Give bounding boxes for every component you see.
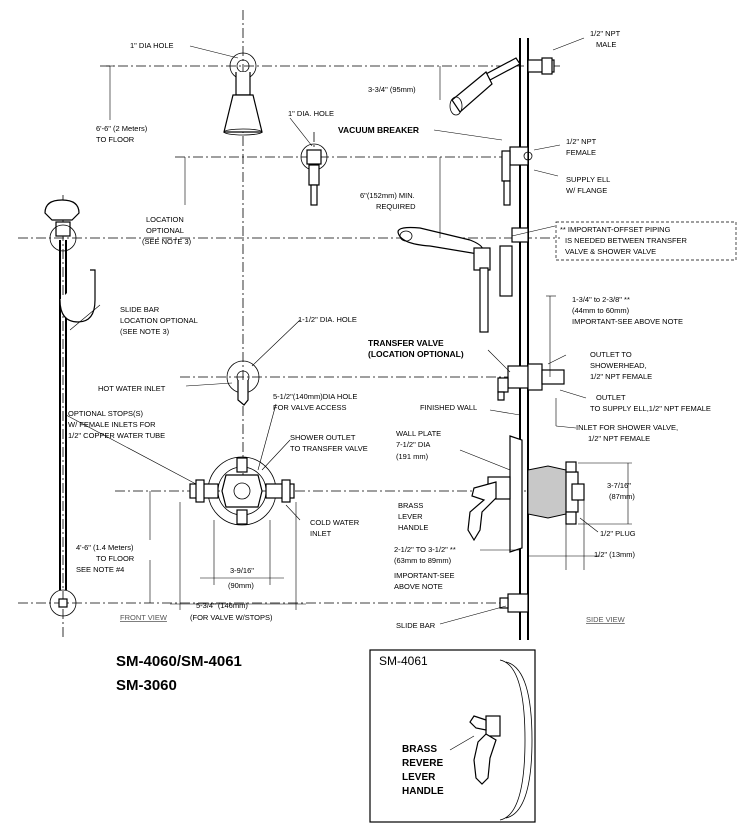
- location-optional-label-3: (SEE NOTE 3): [142, 237, 192, 246]
- side-view-label: SIDE VIEW: [586, 615, 626, 624]
- location-optional-label-2: OPTIONAL: [146, 226, 184, 235]
- inlet-shower-label-2: 1/2" NPT FEMALE: [588, 434, 650, 443]
- outlet-supply-label: OUTLET: [596, 393, 626, 402]
- brass-lever-label: BRASS: [398, 501, 423, 510]
- npt-female-label: 1/2" NPT: [566, 137, 597, 146]
- inset-label-4: HANDLE: [402, 786, 444, 797]
- npt-female-label-2: FEMALE: [566, 148, 596, 157]
- transfer-valve-label: TRANSFER VALVE: [368, 338, 444, 348]
- shower-arm-side: [449, 57, 555, 116]
- min-6-label: 6"(152mm) MIN.: [360, 191, 415, 200]
- wall-plate-label-2: 7-1/2" DIA: [396, 440, 430, 449]
- outlet-supply-label-2: TO SUPPLY ELL,1/2" NPT FEMALE: [590, 404, 711, 413]
- shower-outlet-label: SHOWER OUTLET: [290, 433, 356, 442]
- wall-plate-label: WALL PLATE: [396, 429, 441, 438]
- outlet-showerhead-label-3: 1/2" NPT FEMALE: [590, 372, 652, 381]
- dim-2-1-2-label-2: (63mm to 89mm): [394, 556, 452, 565]
- dim-3-7-16-label: 3-7/16": [607, 481, 631, 490]
- transfer-valve-label-2: (LOCATION OPTIONAL): [368, 349, 464, 359]
- slide-bar-front: [44, 199, 96, 617]
- supply-ell-label: SUPPLY ELL: [566, 175, 610, 184]
- finished-wall-label: FINISHED WALL: [420, 403, 477, 412]
- height-6-6-label-2: TO FLOOR: [96, 135, 135, 144]
- dim-3-9-16-label: 3-9/16": [230, 566, 254, 575]
- supply-ell-side: [501, 146, 533, 206]
- slide-bar-loc-label: SLIDE BAR: [120, 305, 160, 314]
- showerhead-front: [223, 52, 263, 136]
- model-numbers: SM-4060/SM-4061 SM-3060: [116, 653, 242, 694]
- transfer-valve-front: [226, 360, 260, 406]
- optional-stops-label: OPTIONAL STOPS(S): [68, 409, 144, 418]
- slide-bar-loc-label-2: LOCATION OPTIONAL: [120, 316, 198, 325]
- transfer-valve-side: [497, 363, 565, 401]
- dim-5-3-4-label-2: (FOR VALVE W/STOPS): [190, 613, 273, 622]
- inset-label-1: BRASS: [402, 744, 437, 755]
- leader-lines: [65, 37, 599, 625]
- offset-note-line3: VALVE & SHOWER VALVE: [565, 247, 656, 256]
- dim-1-3-4-label-3: IMPORTANT-SEE ABOVE NOTE: [572, 317, 683, 326]
- slide-bar-label: SLIDE BAR: [396, 621, 436, 630]
- main-valve-front: [189, 456, 295, 526]
- cold-water-label-2: INLET: [310, 529, 332, 538]
- cold-water-label: COLD WATER: [310, 518, 360, 527]
- front-view-label: FRONT VIEW: [120, 613, 168, 622]
- optional-stops-label-3: 1/2" COPPER WATER TUBE: [68, 431, 165, 440]
- dia-hole-label: 1" DIA HOLE: [130, 41, 174, 50]
- dim-3-9-16-label-2: (90mm): [228, 581, 254, 590]
- npt-male-label: 1/2" NPT: [590, 29, 621, 38]
- finished-wall-side: [519, 38, 529, 640]
- min-6-label-2: REQUIRED: [376, 202, 416, 211]
- model-line-1: SM-4060/SM-4061: [116, 653, 242, 670]
- location-optional-label: LOCATION: [146, 215, 184, 224]
- dim-2-1-2-label-3: IMPORTANT-SEE: [394, 571, 455, 580]
- dim-2-1-2-label: 2-1/2" TO 3-1/2" **: [394, 545, 456, 554]
- dim-1-3-4-label-2: (44mm to 60mm): [572, 306, 630, 315]
- height-4-6-label-2: TO FLOOR: [96, 554, 135, 563]
- offset-note-line2: IS NEEDED BETWEEN TRANSFER: [565, 236, 688, 245]
- hand-shower-side: [397, 226, 529, 333]
- dim-2-1-2-label-4: ABOVE NOTE: [394, 582, 443, 591]
- vacuum-breaker-label: VACUUM BREAKER: [338, 125, 419, 135]
- wall-plate-label-3: (191 mm): [396, 452, 429, 461]
- inlet-shower-label: INLET FOR SHOWER VALVE,: [576, 423, 678, 432]
- plug-label: 1/2" PLUG: [600, 529, 636, 538]
- model-line-2: SM-3060: [116, 677, 177, 694]
- optional-stops-label-2: W/ FEMALE INLETS FOR: [68, 420, 156, 429]
- dim-1-3-4-label: 1-3/4" to 2-3/8" **: [572, 295, 630, 304]
- offset-note-box: [555, 221, 737, 261]
- valve-body-side: [467, 435, 585, 553]
- valve-access-label-2: FOR VALVE ACCESS: [273, 403, 347, 412]
- dia-hole-label-2: 1" DIA. HOLE: [288, 109, 334, 118]
- brass-lever-label-3: HANDLE: [398, 523, 428, 532]
- height-4-6-label: 4'-6" (1.4 Meters): [76, 543, 134, 552]
- height-6-6-label: 6'-6" (2 Meters): [96, 124, 148, 133]
- text-labels: 1" DIA HOLE 1" DIA. HOLE 1/2" NPT MALE 3…: [68, 29, 737, 630]
- npt-male-label-2: MALE: [596, 40, 616, 49]
- inset-label-3: LEVER: [402, 772, 436, 783]
- valve-access-label: 5-1/2"(140mm)DIA HOLE: [273, 392, 357, 401]
- outlet-showerhead-label: OUTLET TO: [590, 350, 632, 359]
- dim-5-3-4-label: 5-3/4" (146mm): [196, 601, 248, 610]
- dim-1-2-13-label: 1/2" (13mm): [594, 550, 636, 559]
- height-4-6-label-3: SEE NOTE #4: [76, 565, 124, 574]
- dim-3-3-4: 3-3/4" (95mm): [368, 85, 416, 94]
- slide-bar-loc-label-3: (SEE NOTE 3): [120, 327, 170, 336]
- inset-label-2: REVERE: [402, 758, 443, 769]
- slide-bar-side: [499, 593, 529, 613]
- offset-note-line1: ** IMPORTANT-OFFSET PIPING: [560, 225, 671, 234]
- brass-lever-label-2: LEVER: [398, 512, 423, 521]
- dimension-lines: [106, 65, 632, 610]
- supply-ell-front: [300, 143, 328, 206]
- inset-title: SM-4061: [379, 654, 428, 668]
- dia-hole-112-label: 1-1/2" DIA. HOLE: [298, 315, 357, 324]
- shower-outlet-label-2: TO TRANSFER VALVE: [290, 444, 368, 453]
- hot-water-inlet-label: HOT WATER INLET: [98, 384, 166, 393]
- supply-ell-label-2: W/ FLANGE: [566, 186, 607, 195]
- inset-sm-4061: SM-4061 BRASS REVERE LEVER HANDLE: [369, 649, 536, 823]
- outlet-showerhead-label-2: SHOWERHEAD,: [590, 361, 647, 370]
- dim-3-7-16-label-2: (87mm): [609, 492, 635, 501]
